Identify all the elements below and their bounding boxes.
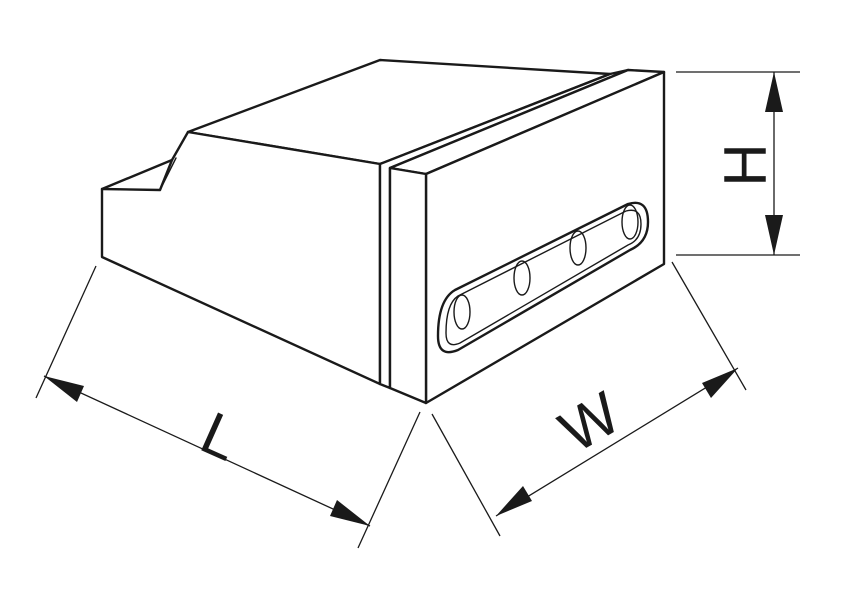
plate-left-face xyxy=(388,166,428,405)
length-label: L xyxy=(191,399,249,474)
width-dimension-line xyxy=(495,367,739,517)
dimension-height: H xyxy=(676,71,800,256)
slot-group xyxy=(436,201,650,354)
width-arrow-left xyxy=(496,486,532,516)
step-inner-edge xyxy=(159,157,177,191)
height-arrow-top xyxy=(765,72,783,112)
width-label: W xyxy=(548,379,631,466)
width-extension-right xyxy=(671,261,747,391)
hole-1 xyxy=(453,294,471,330)
width-arrow-right xyxy=(702,368,738,398)
width-extension-left xyxy=(431,413,501,537)
slot-inner xyxy=(445,209,642,346)
block-body xyxy=(100,58,612,386)
length-extension-left xyxy=(35,265,97,399)
block-side-face xyxy=(100,130,382,386)
slot-outer xyxy=(436,201,650,354)
length-arrow-right xyxy=(330,500,370,526)
hole-2 xyxy=(513,260,531,296)
height-arrow-bottom xyxy=(765,215,783,255)
length-dimension-line xyxy=(43,375,371,527)
length-arrow-left xyxy=(44,376,84,402)
hole-4 xyxy=(621,204,639,240)
length-extension-right xyxy=(357,411,421,549)
height-label: H xyxy=(712,143,779,186)
hole-3 xyxy=(569,230,587,266)
